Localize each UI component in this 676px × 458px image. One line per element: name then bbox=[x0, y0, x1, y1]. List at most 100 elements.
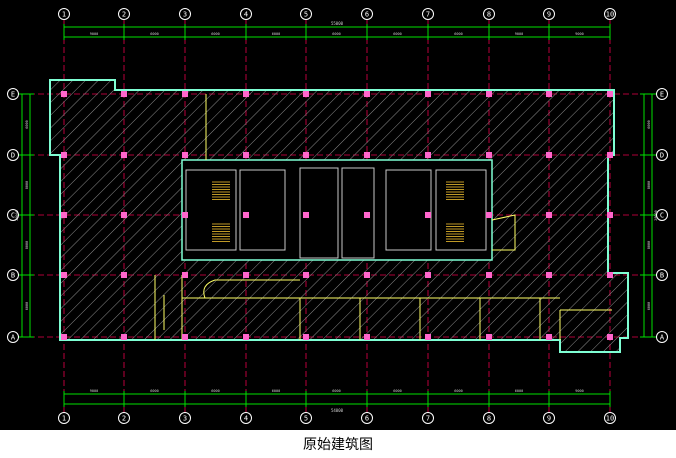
axis-right-C-label: C bbox=[660, 212, 664, 220]
partition-shaft bbox=[491, 214, 516, 251]
axis-right-E-bubble bbox=[656, 88, 668, 100]
axis-bottom-8-label: 8 bbox=[487, 415, 491, 423]
column-1E bbox=[61, 91, 67, 97]
axis-left-A-label: A bbox=[11, 334, 16, 342]
axis-top-7-bubble bbox=[422, 8, 434, 20]
axis-bottom-5-label: 5 bbox=[304, 415, 308, 423]
axis-top-8-label: 8 bbox=[487, 11, 491, 19]
dim-top-bay: 9000 bbox=[90, 32, 98, 36]
dim-top-bay: 6000 bbox=[211, 32, 219, 36]
column-7D bbox=[425, 152, 431, 158]
axis-top-3-bubble bbox=[179, 8, 191, 20]
column-6E bbox=[364, 91, 370, 97]
column-7E bbox=[425, 91, 431, 97]
column-8D bbox=[486, 152, 492, 158]
axis-bottom-9-label: 9 bbox=[547, 415, 551, 423]
axis-top-9-bubble bbox=[543, 8, 555, 20]
axis-bottom-3-bubble bbox=[179, 412, 191, 424]
dim-bottom-overall: 54000 bbox=[331, 408, 344, 413]
axis-left-E-label: E bbox=[11, 91, 15, 99]
core-room-3 bbox=[299, 167, 339, 259]
dim-top-bay: 6000 bbox=[454, 32, 462, 36]
column-10A bbox=[607, 334, 613, 340]
column-2C bbox=[121, 212, 127, 218]
dim-bottom-bay: 6000 bbox=[332, 389, 340, 393]
column-7C bbox=[425, 212, 431, 218]
core-room-4 bbox=[341, 167, 375, 259]
axis-right-E-label: E bbox=[660, 91, 664, 99]
axis-right-D-label: D bbox=[660, 152, 664, 160]
axis-top-4-bubble bbox=[240, 8, 252, 20]
axis-bottom-8-bubble bbox=[483, 412, 495, 424]
axis-bottom-10-bubble bbox=[604, 412, 616, 424]
axis-bottom-1-bubble bbox=[58, 412, 70, 424]
axis-bottom-7-label: 7 bbox=[426, 415, 430, 423]
axis-top-9-label: 9 bbox=[547, 11, 551, 19]
dim-left-bay: 6000 bbox=[25, 302, 29, 310]
axis-left-C-bubble bbox=[7, 209, 19, 221]
axis-left-C-label: C bbox=[11, 212, 15, 220]
column-7A bbox=[425, 334, 431, 340]
axis-right-A-bubble bbox=[656, 331, 668, 343]
axis-bottom-4-label: 4 bbox=[244, 415, 248, 423]
dim-top-bay: 9000 bbox=[575, 32, 583, 36]
axis-bottom-3-label: 3 bbox=[183, 415, 187, 423]
axis-right-B-label: B bbox=[660, 272, 664, 280]
column-9E bbox=[546, 91, 552, 97]
axis-left-D-label: D bbox=[11, 152, 15, 160]
column-4C bbox=[243, 212, 249, 218]
dim-right-bay: 8000 bbox=[647, 181, 651, 189]
column-9A bbox=[546, 334, 552, 340]
dim-top-bay: 6000 bbox=[393, 32, 401, 36]
axis-left-B-bubble bbox=[7, 269, 19, 281]
column-2B bbox=[121, 272, 127, 278]
column-9D bbox=[546, 152, 552, 158]
axis-top-8-bubble bbox=[483, 8, 495, 20]
dim-bottom-bay: 9000 bbox=[90, 389, 98, 393]
dim-bottom-bay: 6000 bbox=[150, 389, 158, 393]
column-6A bbox=[364, 334, 370, 340]
axis-top-4-label: 4 bbox=[244, 11, 248, 19]
column-8B bbox=[486, 272, 492, 278]
dim-bottom-bay: 6000 bbox=[454, 389, 462, 393]
axis-right-A-label: A bbox=[660, 334, 665, 342]
dim-left-bay: 8000 bbox=[25, 241, 29, 249]
column-8C bbox=[486, 212, 492, 218]
column-5C bbox=[303, 212, 309, 218]
column-6B bbox=[364, 272, 370, 278]
core-room-6 bbox=[435, 169, 487, 251]
column-10C bbox=[607, 212, 613, 218]
dim-left-overall: 28000 bbox=[15, 210, 19, 221]
axis-top-10-label: 10 bbox=[606, 11, 614, 19]
column-9C bbox=[546, 212, 552, 218]
axis-left-D-bubble bbox=[7, 149, 19, 161]
axis-bottom-5-bubble bbox=[300, 412, 312, 424]
column-7B bbox=[425, 272, 431, 278]
axis-top-2-label: 2 bbox=[122, 11, 126, 19]
column-8A bbox=[486, 334, 492, 340]
column-5E bbox=[303, 91, 309, 97]
axis-bottom-1-label: 1 bbox=[62, 415, 66, 423]
axis-top-6-bubble bbox=[361, 8, 373, 20]
partition-curve bbox=[203, 279, 300, 299]
dim-right-overall: 28000 bbox=[654, 210, 658, 221]
axis-top-2-bubble bbox=[118, 8, 130, 20]
axis-top-5-label: 5 bbox=[304, 11, 308, 19]
axis-bottom-2-bubble bbox=[118, 412, 130, 424]
axis-left-E-bubble bbox=[7, 88, 19, 100]
dim-top-bay: 6000 bbox=[150, 32, 158, 36]
dim-bottom-bay: 6000 bbox=[393, 389, 401, 393]
column-1A bbox=[61, 334, 67, 340]
column-5A bbox=[303, 334, 309, 340]
dim-left-bay: 8000 bbox=[25, 181, 29, 189]
column-5D bbox=[303, 152, 309, 158]
column-3E bbox=[182, 91, 188, 97]
core-zone bbox=[181, 159, 493, 261]
axis-top-1-label: 1 bbox=[62, 11, 66, 19]
axis-bottom-10-label: 10 bbox=[606, 415, 614, 423]
axis-left-B-label: B bbox=[11, 272, 15, 280]
axis-left-A-bubble bbox=[7, 331, 19, 343]
drawing-caption: 原始建筑图 bbox=[303, 437, 373, 453]
axis-right-C-bubble bbox=[656, 209, 668, 221]
axis-bottom-7-bubble bbox=[422, 412, 434, 424]
